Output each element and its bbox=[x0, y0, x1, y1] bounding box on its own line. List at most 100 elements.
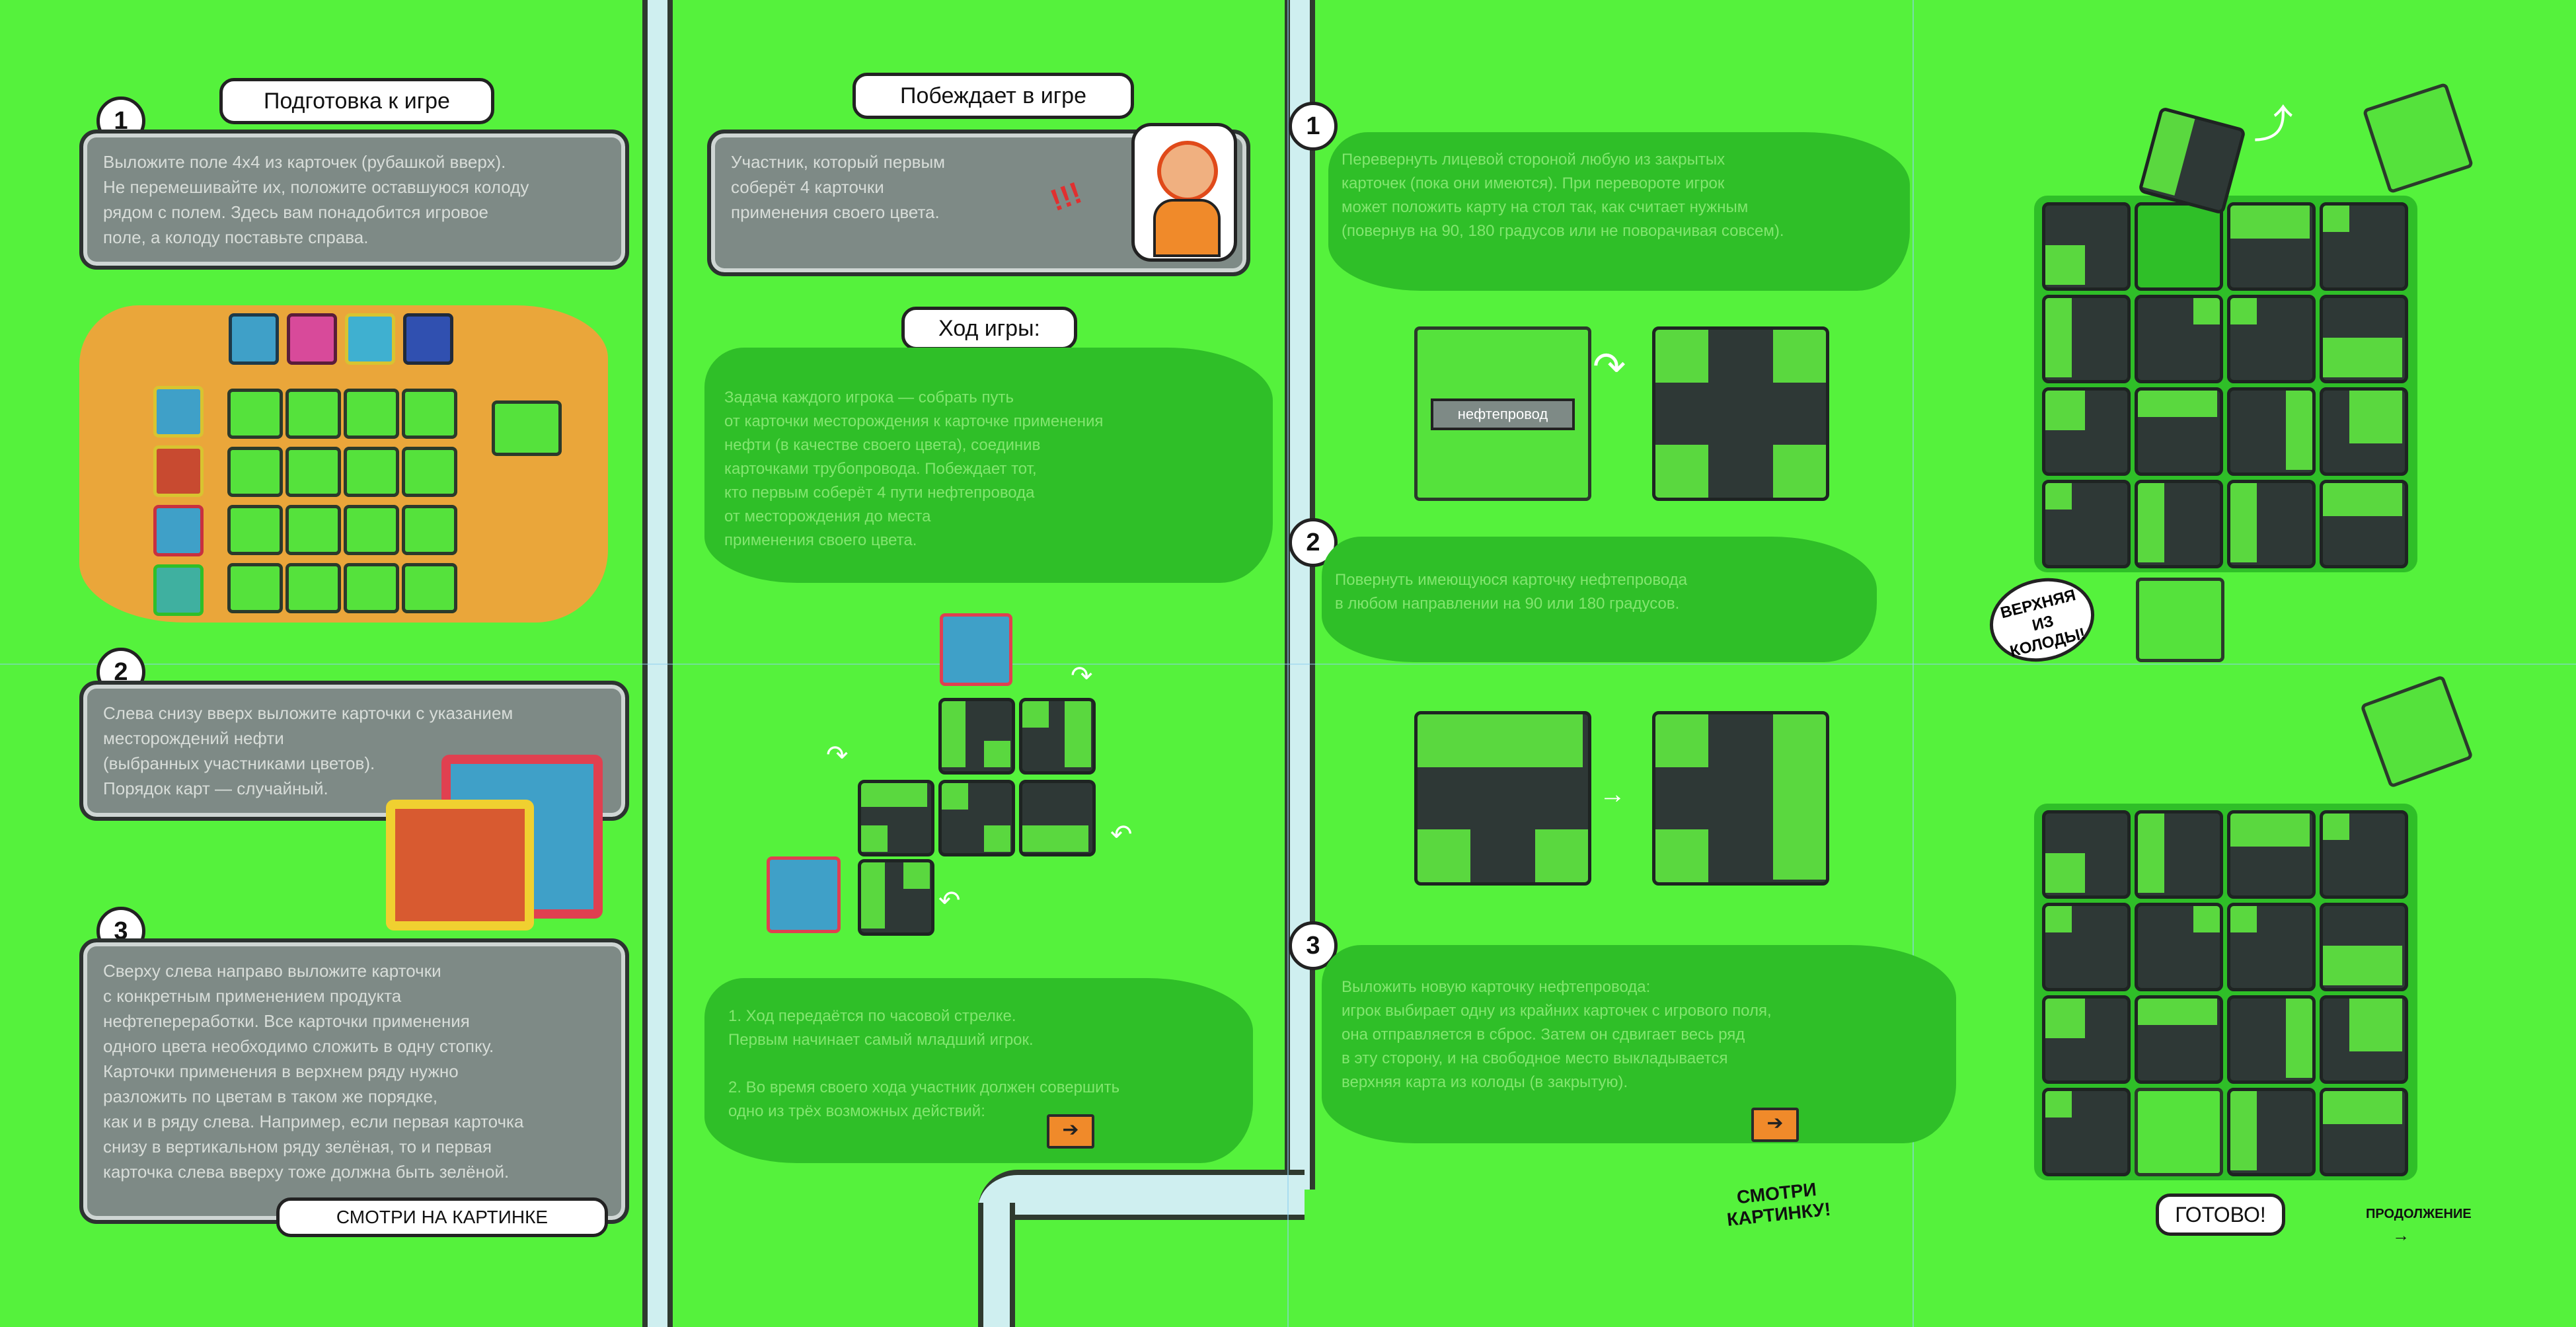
grid-card bbox=[344, 563, 399, 613]
arrow-sign-icon: ➔ bbox=[1751, 1108, 1799, 1142]
board-tile bbox=[2320, 480, 2408, 568]
action-3-text: Выложить новую карточку нефтепровода: иг… bbox=[1342, 978, 1772, 1091]
board-tile bbox=[2042, 903, 2131, 991]
character-card bbox=[1131, 123, 1237, 262]
board-tile bbox=[2320, 1088, 2408, 1176]
grid-card bbox=[344, 389, 399, 439]
board-tile bbox=[2320, 810, 2408, 899]
board-tile bbox=[2227, 1088, 2316, 1176]
river-bend bbox=[978, 1170, 1305, 1220]
done-label: ГОТОВО! bbox=[2156, 1194, 2285, 1236]
grid-card bbox=[402, 563, 457, 613]
left-card-4 bbox=[153, 564, 204, 616]
task-blob: Задача каждого игрока — собрать путь от … bbox=[704, 348, 1273, 583]
board-tile bbox=[2135, 903, 2223, 991]
left-card-1 bbox=[153, 386, 204, 437]
continue-arrow-icon[interactable]: → bbox=[2392, 1225, 2409, 1245]
setup-title: Подготовка к игре bbox=[219, 78, 494, 124]
board-tile bbox=[2227, 995, 2316, 1084]
board-tile bbox=[2320, 295, 2408, 383]
pipe-tile bbox=[938, 698, 1015, 775]
arrow-icon: ↷ bbox=[826, 741, 849, 770]
continue-label[interactable]: ПРОДОЛЖЕНИЕ bbox=[2366, 1207, 2472, 1221]
grid-card bbox=[285, 505, 341, 555]
winner-text: Участник, который первым соберёт 4 карто… bbox=[731, 152, 946, 222]
action-3-blob: Выложить новую карточку нефтепровода: иг… bbox=[1322, 945, 1956, 1143]
board-tile bbox=[2042, 810, 2131, 899]
new-deck-card bbox=[2136, 578, 2224, 662]
arrow-icon: ⤴ bbox=[2254, 102, 2293, 147]
grid-card bbox=[285, 389, 341, 439]
board-tile bbox=[2042, 480, 2131, 568]
board-tile bbox=[2135, 810, 2223, 899]
grid-card bbox=[227, 389, 283, 439]
grid-card bbox=[344, 447, 399, 497]
board-tile bbox=[2227, 295, 2316, 383]
board-back-card bbox=[2135, 1088, 2223, 1176]
oil-card-back: нефтепровод bbox=[1414, 326, 1591, 501]
task-text: Задача каждого игрока — собрать путь от … bbox=[724, 389, 1104, 549]
see-picture-label-1: СМОТРИ НА КАРТИНКЕ bbox=[276, 1197, 608, 1237]
board-empty-slot bbox=[2135, 202, 2223, 291]
deck-label: ВЕРХНЯЯ ИЗ КОЛОДЫ! bbox=[1981, 567, 2103, 673]
pipe-tile bbox=[1019, 698, 1096, 775]
top-card-yellow bbox=[345, 313, 395, 365]
board-tile bbox=[2042, 1088, 2131, 1176]
arrow-icon: ↶ bbox=[938, 886, 961, 915]
action-number-1: 1 bbox=[1289, 102, 1338, 151]
pipe-tile bbox=[1019, 780, 1096, 856]
crossroad-tile bbox=[1652, 326, 1829, 501]
action-1-blob: Перевернуть лицевой стороной любую из за… bbox=[1328, 132, 1910, 291]
pipe-tile bbox=[858, 780, 934, 856]
grid-card bbox=[285, 563, 341, 613]
grid-card bbox=[227, 563, 283, 613]
setup-step-3-text: Сверху слева направо выложите карточки с… bbox=[103, 961, 524, 1182]
grid-card bbox=[285, 447, 341, 497]
setup-step-1-box: Выложите поле 4х4 из карточек (рубашкой … bbox=[79, 130, 629, 270]
t-junction-rotated-tile bbox=[1652, 711, 1829, 886]
game-flow-title: Ход игры: bbox=[901, 307, 1077, 350]
left-card-2 bbox=[153, 445, 204, 497]
board-tile bbox=[2227, 387, 2316, 476]
turn-blob: 1. Ход передаётся по часовой стрелке. Пе… bbox=[704, 978, 1253, 1163]
board-tile bbox=[2042, 995, 2131, 1084]
action-2-text: Повернуть имеющуюся карточку нефтепровод… bbox=[1335, 571, 1688, 613]
arrow-icon: ↶ bbox=[1110, 820, 1133, 849]
top-card-blue bbox=[403, 313, 453, 365]
board-tile bbox=[2042, 387, 2131, 476]
river-bottom bbox=[978, 1203, 1015, 1327]
board-tile bbox=[2227, 480, 2316, 568]
board-tile bbox=[2135, 387, 2223, 476]
board-tile bbox=[2320, 387, 2408, 476]
deck-stack bbox=[492, 400, 562, 456]
arrow-sign-icon: ➔ bbox=[1047, 1114, 1094, 1149]
river-right bbox=[1285, 0, 1315, 1190]
action-2-blob: Повернуть имеющуюся карточку нефтепровод… bbox=[1322, 537, 1877, 662]
setup-step-1-text: Выложите поле 4х4 из карточек (рубашкой … bbox=[103, 152, 529, 247]
arrow-icon: ↷ bbox=[1071, 662, 1093, 691]
board-tile bbox=[2320, 995, 2408, 1084]
grid-card bbox=[344, 505, 399, 555]
board-tile bbox=[2227, 810, 2316, 899]
board-tile bbox=[2227, 202, 2316, 291]
board-tile bbox=[2135, 995, 2223, 1084]
grid-card bbox=[402, 389, 457, 439]
turn-text: 1. Ход передаётся по часовой стрелке. Пе… bbox=[728, 1007, 1120, 1120]
action-1-text: Перевернуть лицевой стороной любую из за… bbox=[1342, 151, 1784, 240]
deck-stack-bottom bbox=[2360, 675, 2474, 788]
board-tile bbox=[2135, 295, 2223, 383]
pink-source-card bbox=[940, 613, 1012, 686]
grid-card bbox=[402, 447, 457, 497]
t-junction-tile bbox=[1414, 711, 1591, 886]
pipe-tile bbox=[858, 859, 934, 936]
blue-target-card bbox=[767, 856, 841, 933]
board-tile bbox=[2320, 202, 2408, 291]
pipe-tile bbox=[938, 780, 1015, 856]
discard-pile bbox=[2362, 82, 2474, 194]
oil-label: нефтепровод bbox=[1431, 398, 1575, 430]
board-tile bbox=[2042, 295, 2131, 383]
board-tile bbox=[2320, 903, 2408, 991]
winner-title: Побеждает в игре bbox=[852, 73, 1134, 119]
arrow-icon: ↷ bbox=[1593, 344, 1626, 389]
